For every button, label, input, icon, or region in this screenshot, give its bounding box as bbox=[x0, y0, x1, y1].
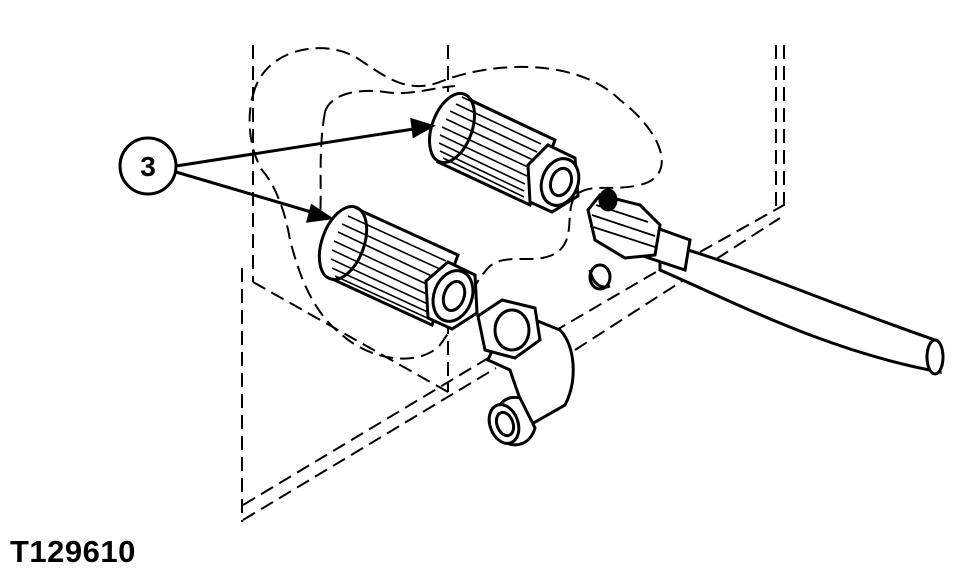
lower-filter-element bbox=[317, 205, 479, 331]
upper-filter-element bbox=[428, 91, 581, 214]
hose-assembly bbox=[586, 188, 945, 376]
filter-bubble-outlines bbox=[248, 47, 663, 360]
housing-outline bbox=[241, 45, 785, 522]
elbow-fitting bbox=[476, 298, 575, 447]
figure-id-label: T129610 bbox=[10, 534, 136, 569]
callout-leaders bbox=[175, 117, 436, 223]
callout-number: 3 bbox=[140, 151, 156, 182]
callout-marker: 3 bbox=[118, 136, 178, 196]
